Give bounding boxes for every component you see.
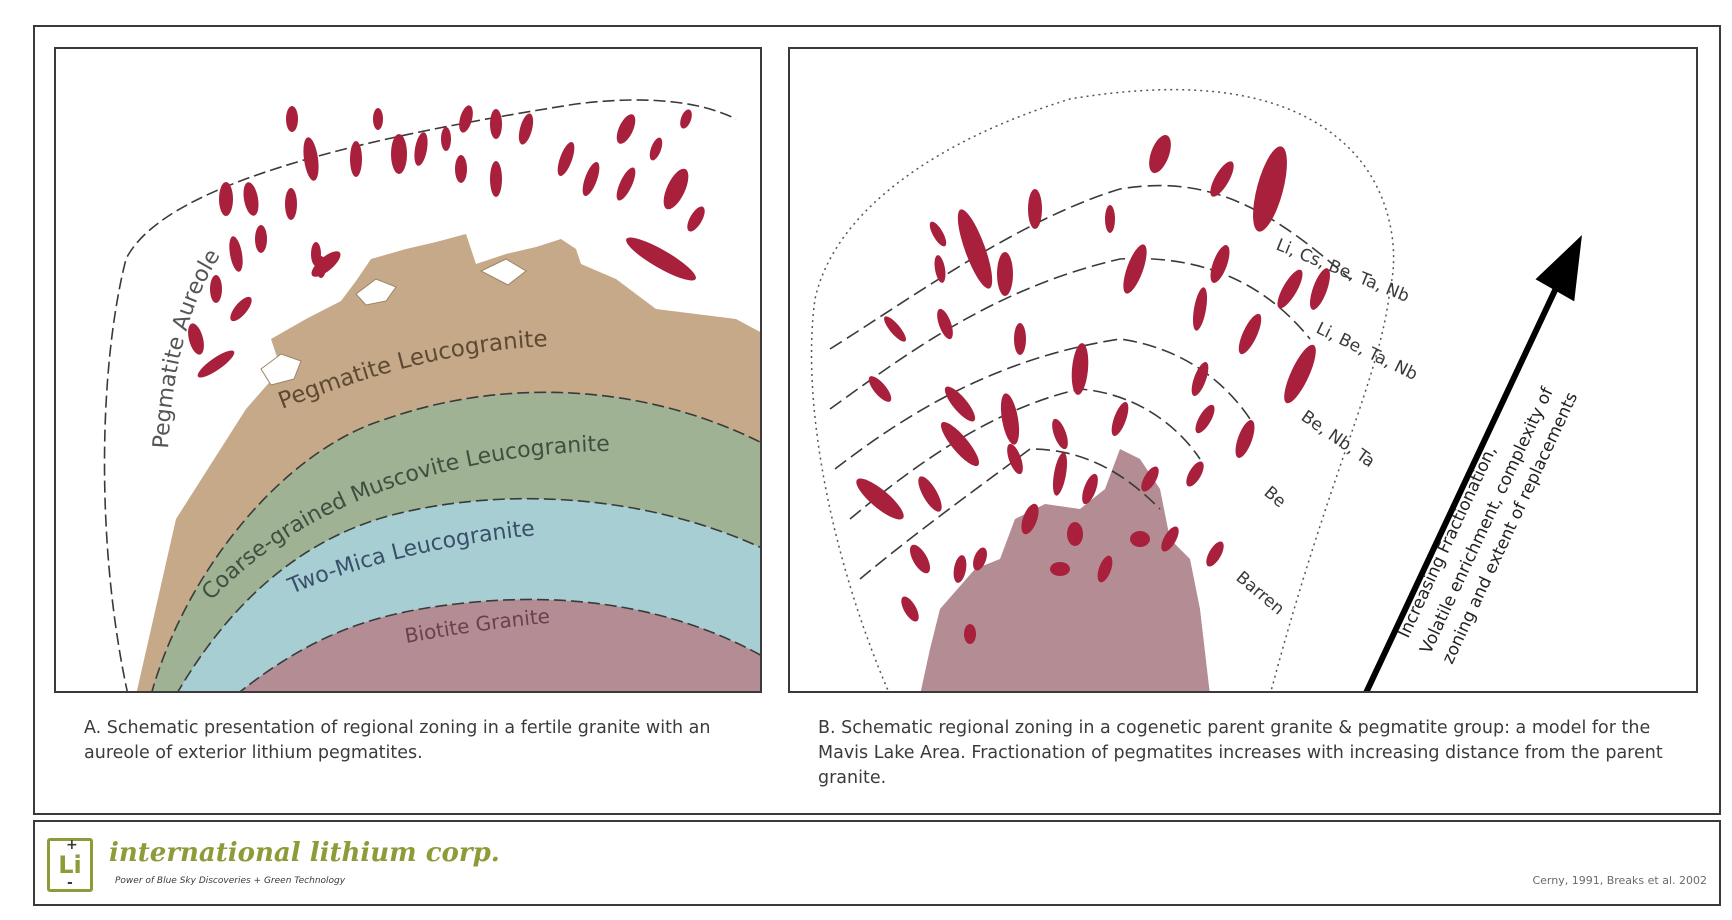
fractionation-arrow-head <box>1538 239 1580 299</box>
panel-a-diagram: Pegmatite Aureole Pegmatite Leucogranite… <box>54 47 762 693</box>
source-credit: Cerny, 1991, Breaks et al. 2002 <box>1532 874 1707 887</box>
zone-label-li-be-ta-nb: Li, Be, Ta, Nb <box>1313 319 1421 385</box>
lithium-logo-icon: + Li - <box>47 838 93 892</box>
caption-panel-b: B. Schematic regional zoning in a cogene… <box>818 716 1698 791</box>
caption-panel-a: A. Schematic presentation of regional zo… <box>84 716 724 766</box>
company-tagline: Power of Blue Sky Discoveries + Green Te… <box>115 876 345 886</box>
zone-label-be-nb-ta: Be, Nb, Ta <box>1297 407 1378 472</box>
footer-bar: + Li - international lithium corp. Power… <box>33 820 1721 906</box>
label-pegmatite-aureole: Pegmatite Aureole <box>149 245 225 449</box>
company-name: international lithium corp. <box>109 838 500 868</box>
logo-minus: - <box>67 875 73 891</box>
zone-label-barren: Barren <box>1232 568 1288 620</box>
panel-b-diagram: Li, Cs, Be, Ta, Nb Li, Be, Ta, Nb Be, Nb… <box>788 47 1698 693</box>
panel-a-svg: Pegmatite Aureole Pegmatite Leucogranite… <box>56 49 762 693</box>
zone-label-be: Be <box>1260 483 1290 513</box>
panel-b-svg: Li, Cs, Be, Ta, Nb Li, Be, Ta, Nb Be, Nb… <box>790 49 1698 693</box>
arrow-label-line-2: Volatile enrichment, complexity of <box>1416 384 1558 658</box>
zone-label-li-cs-be-ta-nb: Li, Cs, Be, Ta, Nb <box>1273 235 1412 307</box>
